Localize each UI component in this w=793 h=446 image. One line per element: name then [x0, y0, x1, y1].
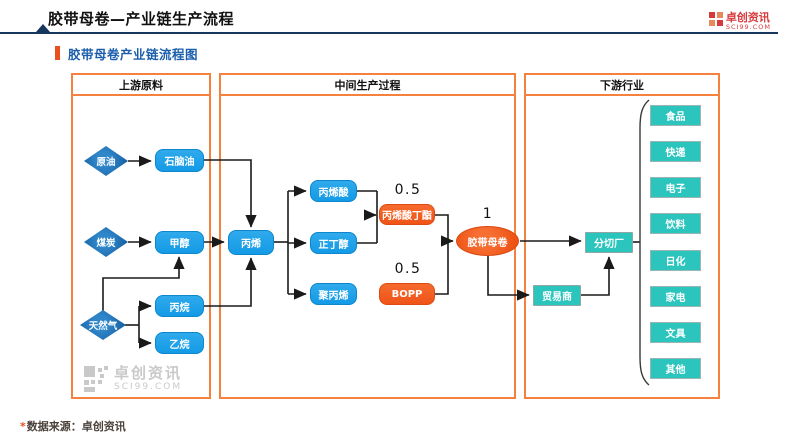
industry-box-daily-chemical: 日化 [650, 250, 701, 271]
ratio-bopp: 0.5 [394, 261, 422, 277]
section-title: 胶带母卷产业链流程图 [68, 47, 199, 62]
node-tape-mother-roll: 胶带母卷 [456, 226, 519, 256]
brand-logo: 卓创资讯 SCI99.COM [708, 12, 771, 31]
industry-box-other: 其他 [650, 358, 701, 379]
watermark-name: 卓创资讯 [114, 364, 183, 382]
ratio-butyl-acrylate: 0.5 [394, 182, 422, 198]
column-downstream-header: 下游行业 [526, 75, 718, 96]
brand-domain: SCI99.COM [725, 23, 771, 31]
node-methanol: 甲醇 [155, 231, 204, 254]
data-source-note: *数据来源：卓创资讯 [20, 418, 126, 434]
data-source-asterisk: * [20, 420, 26, 433]
page-title: 胶带母卷—产业链生产流程 [48, 10, 235, 28]
node-polypropylene: 聚丙烯 [310, 283, 357, 305]
data-source-text: 数据来源：卓创资讯 [26, 420, 126, 433]
ratio-tape-mother-roll: 1 [482, 206, 494, 222]
node-propane: 丙烷 [155, 295, 204, 317]
node-slitting-factory: 分切厂 [585, 232, 633, 253]
column-upstream-header: 上游原料 [73, 75, 209, 96]
node-butyl-acrylate: 丙烯酸丁酯 [379, 204, 435, 225]
industry-box-home-appliance: 家电 [650, 286, 701, 307]
node-naphtha: 石脑油 [155, 149, 204, 172]
node-ethane: 乙烷 [155, 332, 204, 354]
watermark-domain: SCI99.COM [114, 382, 183, 392]
watermark: 卓创资讯 SCI99.COM [84, 366, 182, 392]
node-n-butanol: 正丁醇 [310, 232, 357, 254]
node-trader: 贸易商 [533, 285, 581, 306]
section-title-bar [55, 46, 60, 60]
industry-box-electronics: 电子 [650, 177, 701, 198]
watermark-text: 卓创资讯 SCI99.COM [114, 366, 182, 392]
brand-logo-text: 卓创资讯 SCI99.COM [726, 12, 771, 31]
brand-logo-icon [708, 12, 723, 26]
industry-box-stationery: 文具 [650, 322, 701, 343]
column-middle-header: 中间生产过程 [221, 75, 514, 96]
industry-box-express: 快递 [650, 141, 701, 162]
brand-name: 卓创资讯 [725, 11, 770, 24]
node-acrylic-acid: 丙烯酸 [310, 180, 357, 202]
industry-box-beverage: 饮料 [650, 213, 701, 234]
industry-box-food: 食品 [650, 105, 701, 126]
watermark-logo-icon [84, 366, 108, 392]
title-triangle-icon [36, 24, 50, 32]
industries-brace [639, 99, 650, 386]
title-underline [0, 32, 778, 34]
node-propylene: 丙烯 [228, 230, 274, 255]
node-bopp: BOPP [379, 283, 435, 305]
